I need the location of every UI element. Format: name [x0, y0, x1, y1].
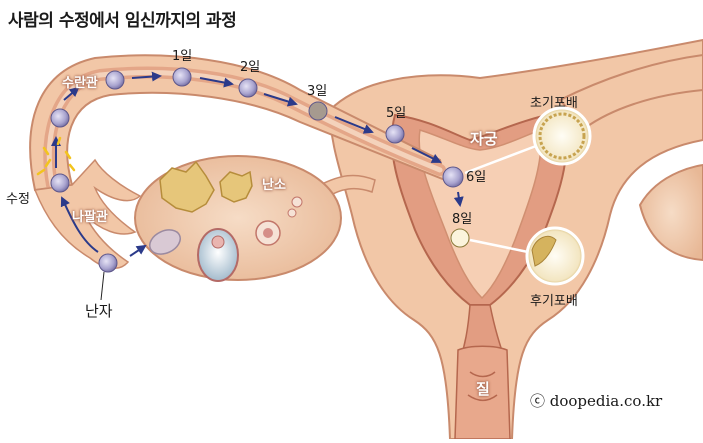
early-blastocyst-callout — [464, 106, 592, 175]
two-cell — [105, 70, 125, 90]
label-day-2: 2일 — [240, 60, 261, 75]
label-uterus: 자궁 — [470, 130, 498, 148]
copyright-credit: ⓒ doopedia.co.kr — [530, 392, 663, 410]
day5-cell — [385, 124, 405, 144]
vagina-canal — [454, 345, 511, 440]
ruptured-follicle — [149, 229, 181, 255]
sperm-marks — [36, 136, 76, 176]
label-day-3: 3일 — [307, 84, 328, 99]
growing-follicle-oocyte — [263, 228, 273, 238]
fertilized-egg — [50, 173, 70, 193]
vagina-folds — [467, 371, 498, 401]
migration-arrows — [51, 71, 464, 257]
right-ovary — [638, 163, 703, 262]
corpus-luteum-1 — [159, 160, 215, 213]
label-ovary: 난소 — [262, 178, 286, 193]
day8-cell — [450, 228, 470, 248]
label-fallopian-ampulla: 수란관 — [62, 76, 98, 91]
label-early-blastocyst: 초기포배 — [530, 96, 578, 111]
label-fertilization: 수정 — [6, 192, 30, 207]
mature-follicle-oocyte — [211, 235, 225, 249]
label-day-6: 6일 — [466, 170, 487, 185]
day2-cell — [238, 78, 258, 98]
ovarian-ligament — [319, 174, 376, 200]
mature-follicle — [197, 228, 239, 282]
late-blastocyst-callout — [469, 226, 585, 286]
label-day-5: 5일 — [386, 106, 407, 121]
zygote — [50, 108, 70, 128]
label-vagina: 질 — [476, 380, 490, 398]
egg-leader-line — [100, 271, 105, 301]
label-day-8: 8일 — [452, 212, 473, 227]
right-tube — [558, 53, 703, 130]
egg-cell — [98, 253, 118, 273]
small-follicle-2 — [287, 208, 297, 218]
day3-cell — [308, 101, 328, 121]
label-day-1: 1일 — [172, 49, 193, 64]
corpus-luteum-2 — [219, 170, 253, 203]
label-fimbriae: 나팔관 — [72, 210, 108, 225]
day1-cell — [172, 67, 192, 87]
label-egg: 난자 — [85, 302, 113, 320]
day6-cell — [442, 166, 464, 188]
diagram-title: 사람의 수정에서 임신까지의 과정 — [8, 11, 237, 31]
embryo-cells — [50, 67, 470, 273]
label-late-blastocyst: 후기포배 — [530, 294, 578, 309]
small-follicle-1 — [291, 196, 303, 208]
